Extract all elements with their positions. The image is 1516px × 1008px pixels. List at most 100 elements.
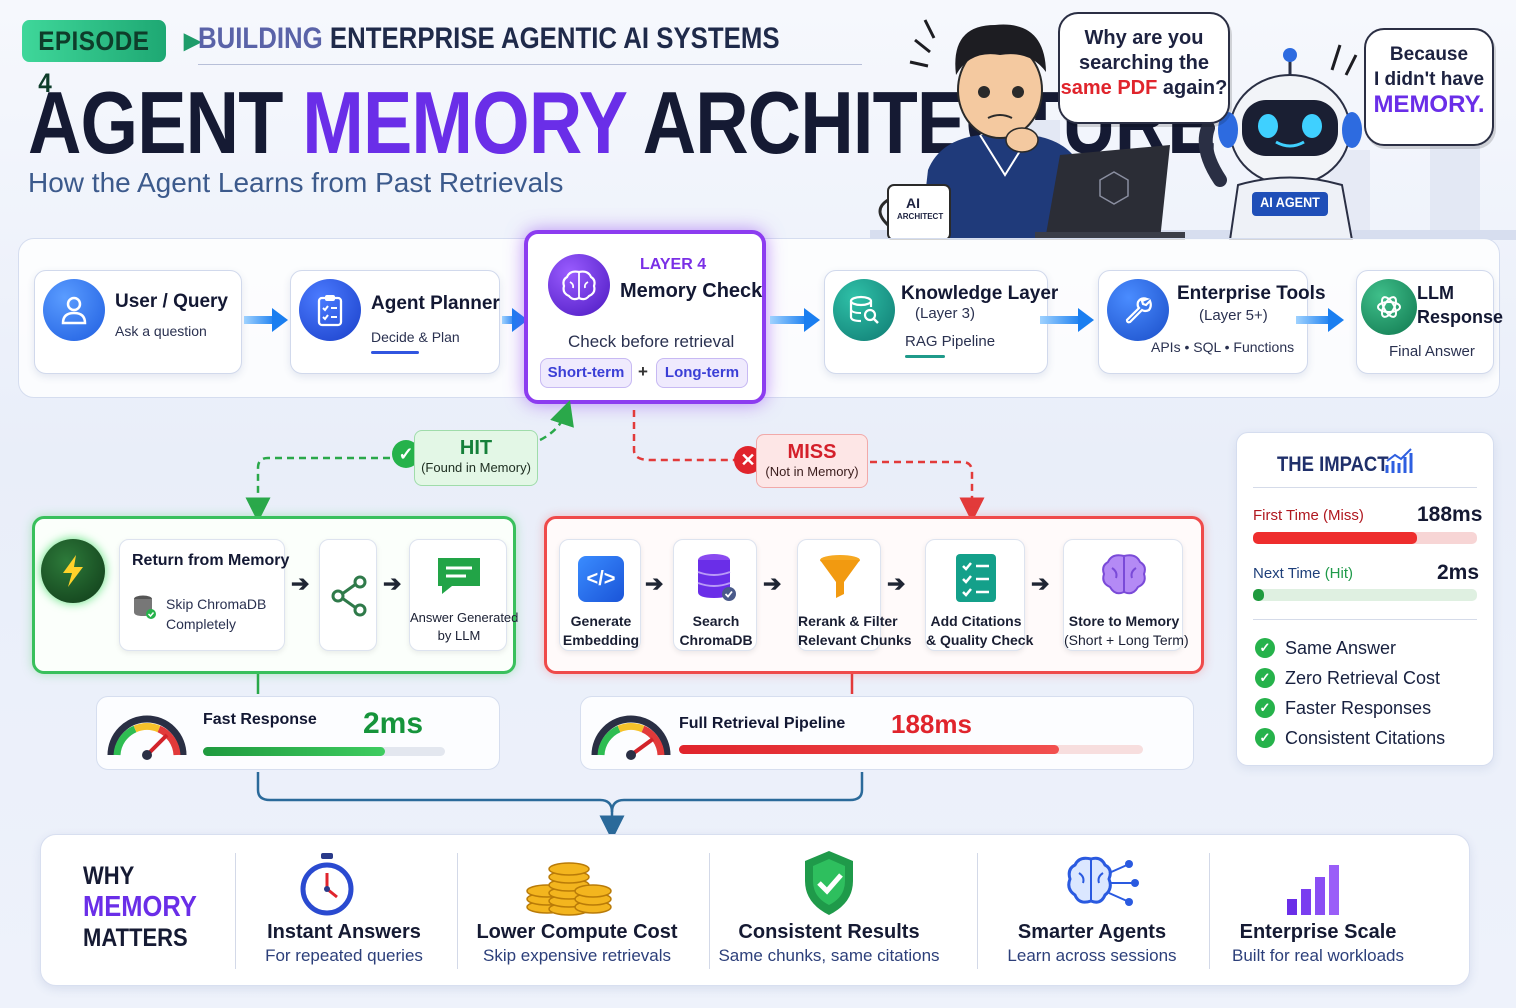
flow-arrow-1 (244, 308, 288, 332)
knowledge-layer-sub: RAG Pipeline (905, 333, 996, 350)
first-time-tag: (Miss) (1323, 507, 1364, 524)
flow-arrow-5 (1296, 308, 1344, 332)
human-bubble-line3: same PDF again? (1060, 76, 1228, 101)
mug-label-line2: ARCHITECT (897, 212, 944, 221)
full-pipeline-track (679, 745, 1143, 754)
agent-planner-title: Agent Planner (371, 293, 500, 314)
fast-response-track (203, 747, 445, 756)
impact-panel: THE IMPACT First Time (Miss) 188ms Next … (1236, 432, 1494, 766)
answer-generated-line1: Answer Generated (410, 610, 519, 625)
knowledge-underline (905, 355, 945, 358)
why-memory-matters-panel: WHY MEMORY MATTERS Instant Answers For r… (40, 834, 1470, 986)
trend-chart-icon (1385, 448, 1413, 473)
brain-network-icon (1067, 856, 1139, 906)
instant-answers-title: Instant Answers (267, 921, 421, 943)
impact-divider-1 (1253, 487, 1477, 488)
flow-arrow-2 (502, 308, 528, 332)
first-time-value: 188ms (1417, 503, 1483, 526)
hit-arrow-1: ➔ (291, 571, 310, 596)
series-title-lead: BUILDING (198, 22, 323, 55)
first-time-track (1253, 532, 1477, 544)
full-pipeline-fill (679, 745, 1060, 754)
human-bubble-line2: searching the (1078, 52, 1210, 74)
hit-sub: (Found in Memory) (421, 460, 531, 475)
database-icon (697, 554, 736, 601)
database-search-icon (833, 279, 895, 341)
benefit-item: ✓Zero Retrieval Cost (1255, 663, 1445, 693)
first-time-fill (1253, 532, 1417, 544)
return-from-memory-card: Return from Memory Skip ChromaDB Complet… (119, 539, 289, 651)
rerank-filter-line2: Relevant Chunks (798, 632, 912, 648)
benefit-label: Consistent Citations (1285, 727, 1446, 748)
robot-speech-bubble: Because I didn't have MEMORY. (1364, 28, 1494, 146)
clipboard-icon (299, 279, 361, 341)
full-pipeline-label: Full Retrieval Pipeline (679, 715, 846, 732)
benefit-label: Zero Retrieval Cost (1285, 667, 1441, 688)
miss-arrow-4: ➔ (1031, 571, 1050, 596)
consistent-results-title: Consistent Results (738, 921, 920, 943)
answer-generated-card: Answer Generated by LLM (409, 539, 519, 651)
code-icon: </> (578, 556, 624, 602)
memory-check-card: LAYER 4 Memory Check Check before retrie… (524, 230, 766, 404)
miss-arrow-3: ➔ (887, 571, 906, 596)
generate-embedding-line1: Generate (570, 613, 632, 629)
series-title-rest: ENTERPRISE AGENTIC AI SYSTEMS (329, 22, 780, 55)
wrench-icon (1107, 279, 1169, 341)
funnel-icon (820, 555, 860, 598)
store-memory-line2: (Short + Long Term) (1064, 632, 1189, 648)
llm-title-line2: Response (1417, 307, 1504, 327)
short-term-pill: Short-term (540, 358, 632, 388)
human-bubble-line1: Why are you (1084, 27, 1204, 49)
enterprise-tools-sub: APIs • SQL • Functions (1151, 339, 1295, 355)
benefit-list: ✓Same Answer ✓Zero Retrieval Cost ✓Faste… (1255, 633, 1445, 753)
bottom-divider (709, 853, 710, 969)
shield-check-icon (805, 851, 853, 915)
skip-chromadb-line1: Skip ChromaDB (166, 596, 267, 612)
title-word-memory: MEMORY (302, 73, 626, 172)
bottom-divider (235, 853, 236, 969)
check-icon: ✓ (1255, 638, 1275, 658)
benefit-label: Faster Responses (1285, 697, 1432, 718)
miss-arrow-1: ➔ (645, 571, 664, 596)
instant-answers-sub: For repeated queries (265, 946, 423, 965)
why-line1: WHY (83, 862, 135, 890)
gauge-slow-icon (591, 715, 671, 760)
gauge-fast-icon (107, 715, 187, 760)
coins-icon (526, 862, 612, 916)
benefit-item: ✓Consistent Citations (1255, 723, 1445, 753)
hit-label-box: HIT (Found in Memory) (414, 430, 538, 486)
flow-arrow-4 (1040, 308, 1094, 332)
memory-check-title: Memory Check (620, 280, 763, 302)
llm-title-line1: LLM (1417, 283, 1454, 303)
miss-path-box: </> Generate Embedding ➔ Search ChromaDB… (544, 516, 1204, 674)
enterprise-tools-title: Enterprise Tools (1177, 283, 1326, 304)
share-node-card (319, 539, 377, 651)
hit-path-box: Return from Memory Skip ChromaDB Complet… (32, 516, 519, 674)
checklist-icon (956, 554, 996, 602)
first-time-text: First Time (1253, 507, 1319, 524)
series-title: BUILDING ENTERPRISE AGENTIC AI SYSTEMS (198, 22, 780, 56)
benefit-label: Same Answer (1285, 637, 1397, 658)
store-memory-line1: Store to Memory (1068, 613, 1180, 629)
stopwatch-icon (300, 853, 354, 916)
store-to-memory-card: Store to Memory (Short + Long Term) (1063, 539, 1189, 651)
lower-compute-sub: Skip expensive retrievals (482, 946, 672, 965)
impact-title: THE IMPACT (1277, 453, 1389, 476)
generate-embedding-card: </> Generate Embedding (559, 539, 641, 651)
user-query-sub: Ask a question (115, 323, 207, 339)
bottom-divider (1209, 853, 1210, 969)
search-chromadb-line2: ChromaDB (679, 632, 753, 648)
next-time-fill (1253, 589, 1265, 601)
mug-label-line1: AI (906, 195, 920, 211)
title-word-agent: AGENT (28, 73, 283, 172)
smarter-agents-title: Smarter Agents (1017, 921, 1167, 943)
user-query-card: User / Query Ask a question (34, 270, 242, 374)
bottom-divider (977, 853, 978, 969)
memory-check-sub: Check before retrieval (568, 332, 735, 351)
page-subtitle: How the Agent Learns from Past Retrieval… (28, 167, 564, 198)
llm-sub: Final Answer (1389, 343, 1475, 360)
next-time-tag: (Hit) (1324, 565, 1354, 582)
why-line3: MATTERS (83, 924, 188, 952)
mug (887, 184, 951, 240)
full-pipeline-panel: Full Retrieval Pipeline 188ms (580, 696, 1194, 770)
